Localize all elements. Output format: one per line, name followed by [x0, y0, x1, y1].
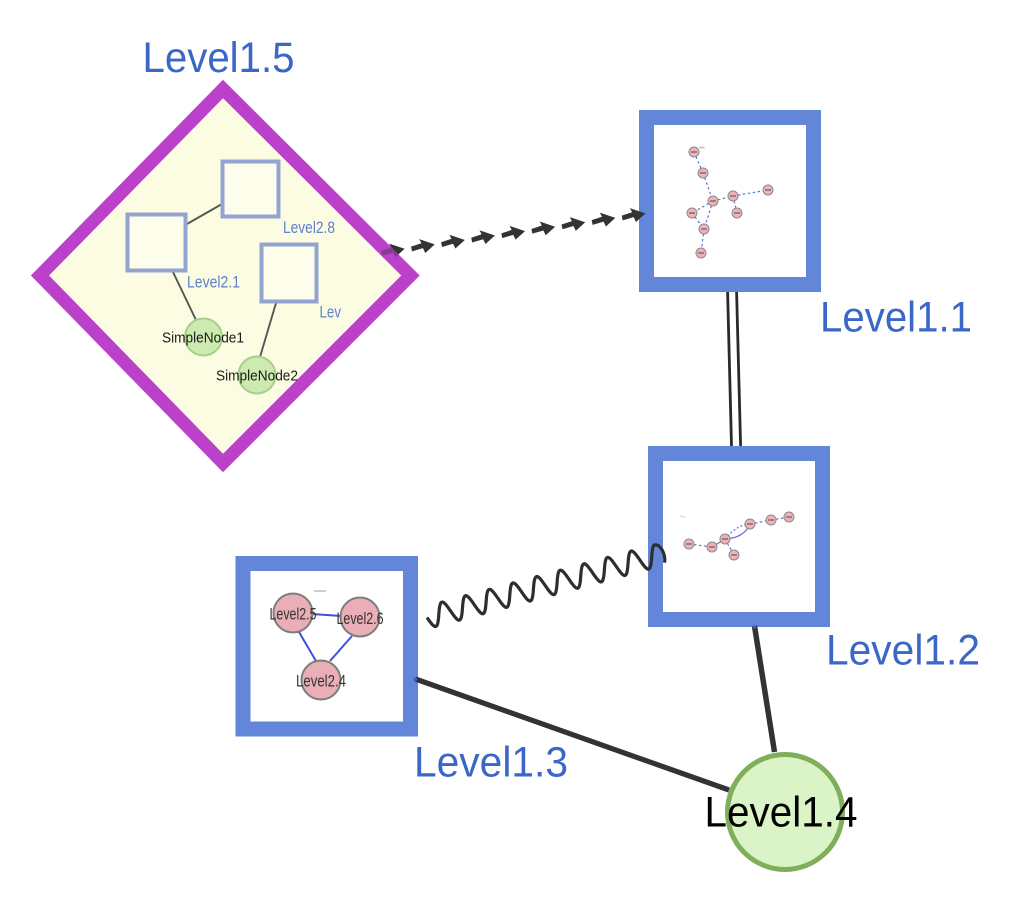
svg-text:Level2.5: Level2.5	[270, 605, 317, 624]
svg-text:Level1.1: Level1.1	[820, 294, 972, 342]
svg-text:SimpleNode2: SimpleNode2	[216, 368, 298, 384]
svg-text:Level1.3: Level1.3	[414, 739, 568, 787]
svg-text:Level1.5: Level1.5	[143, 34, 295, 82]
svg-text:Level1.2: Level1.2	[826, 627, 980, 675]
svg-text:Level2.8: Level2.8	[283, 218, 335, 237]
svg-text:Level2.6: Level2.6	[337, 609, 384, 628]
svg-text:SimpleNode1: SimpleNode1	[162, 330, 244, 346]
svg-text:Level2.4: Level2.4	[296, 672, 346, 691]
svg-text:Lev: Lev	[320, 303, 342, 322]
svg-text:Level1.4: Level1.4	[705, 789, 858, 837]
svg-text:Level2.1: Level2.1	[187, 273, 240, 292]
